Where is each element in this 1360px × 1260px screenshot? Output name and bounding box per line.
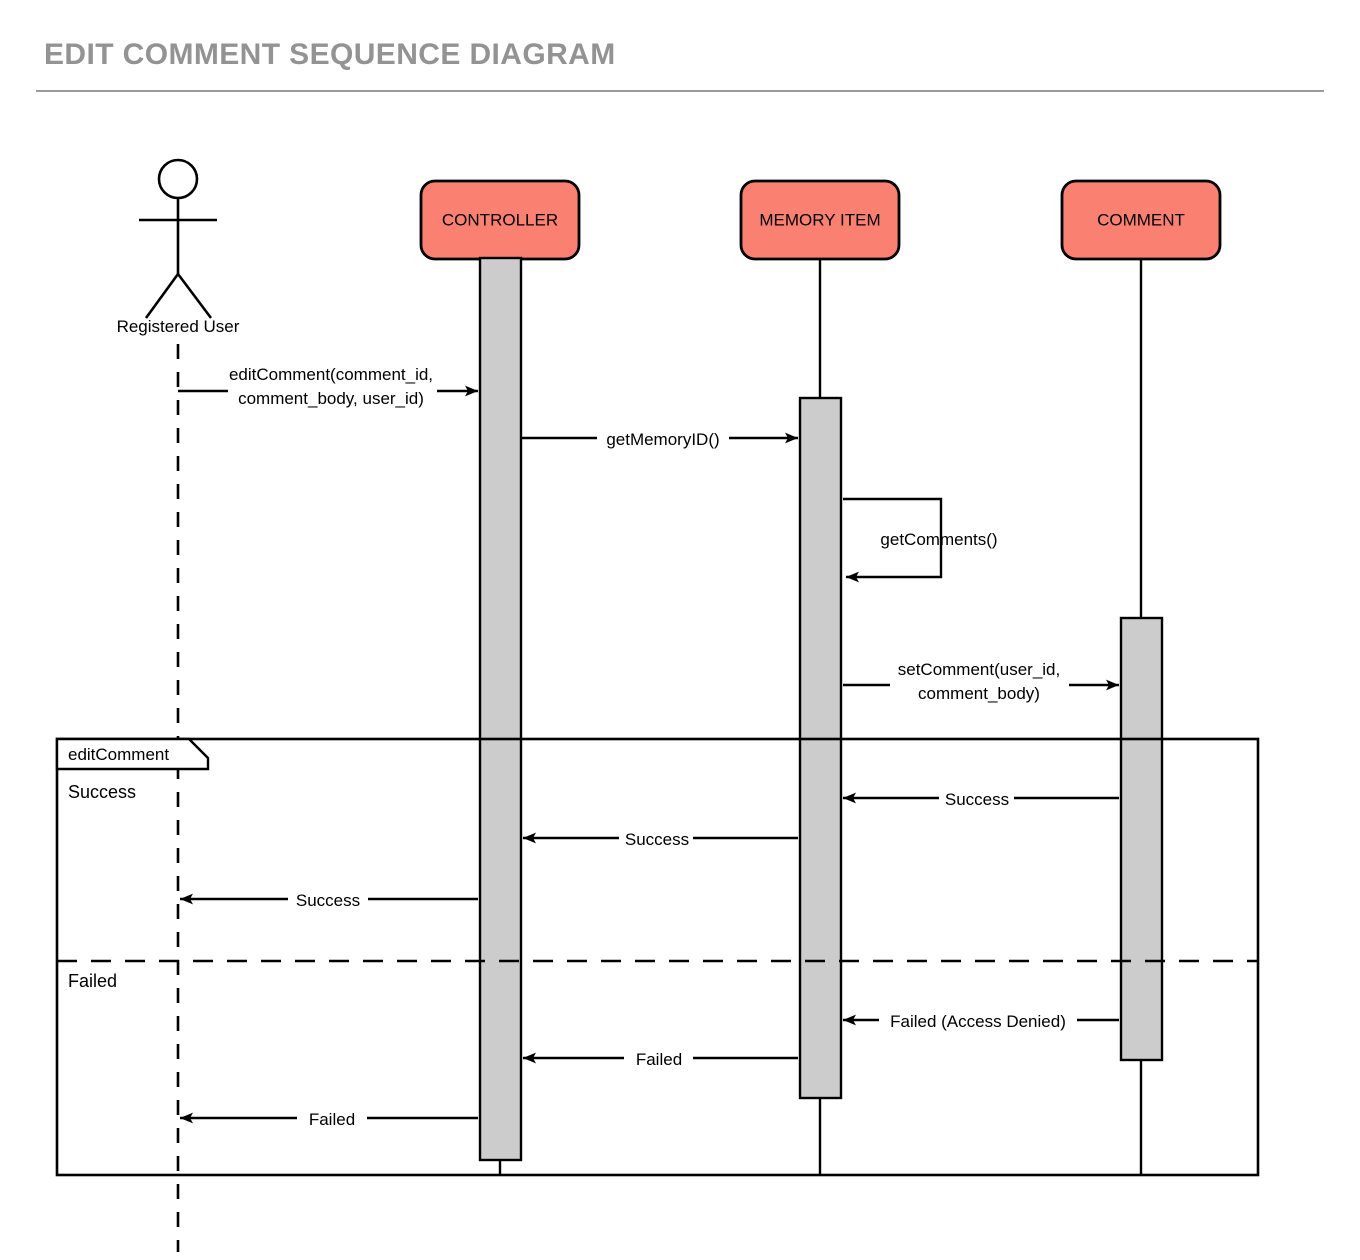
message-label-failed-1: Failed (Access Denied)	[890, 1012, 1066, 1031]
fragment-outline	[55, 737, 1260, 1177]
message-label-setComment-line2: comment_body)	[918, 684, 1040, 703]
lifeline-actor[interactable]: Registered User	[117, 158, 240, 1252]
message-failed-memory-to-controller[interactable]: Failed	[523, 1050, 798, 1069]
fragment-operator-label: editComment	[68, 745, 169, 764]
participant-label-memory-item: MEMORY ITEM	[759, 210, 880, 229]
message-getMemoryID[interactable]: getMemoryID()	[521, 430, 798, 449]
message-failed-access-denied[interactable]: Failed (Access Denied)	[843, 1012, 1119, 1031]
fragment-guard-success: Success	[68, 782, 136, 802]
message-setComment[interactable]: setComment(user_id, comment_body)	[843, 660, 1119, 703]
message-label-failed-2: Failed	[636, 1050, 682, 1069]
message-success-memory-to-controller[interactable]: Success	[523, 830, 798, 849]
lifeline-controller[interactable]: CONTROLLER	[419, 179, 581, 1175]
message-success-controller-to-actor[interactable]: Success	[180, 891, 478, 910]
self-call-loop-path	[843, 497, 943, 583]
participant-box-memory-item[interactable]	[739, 179, 901, 261]
participant-box-comment[interactable]	[1060, 179, 1222, 261]
title-divider	[36, 90, 1324, 92]
lifeline-comment[interactable]: COMMENT	[1060, 179, 1222, 1175]
message-getComments-self[interactable]: getComments()	[843, 497, 998, 583]
message-label-getMemoryID: getMemoryID()	[606, 430, 719, 449]
message-label-failed-3: Failed	[309, 1110, 355, 1129]
message-success-comment-to-memory[interactable]: Success	[843, 790, 1119, 809]
message-label-editComment-line1: editComment(comment_id,	[229, 365, 433, 384]
message-label-editComment-line2: comment_body, user_id)	[238, 389, 424, 408]
activation-bar-memory-item	[798, 396, 843, 1100]
message-failed-controller-to-actor[interactable]: Failed	[180, 1110, 478, 1129]
message-editComment[interactable]: editComment(comment_id, comment_body, us…	[178, 365, 478, 408]
participant-label-controller: CONTROLLER	[442, 210, 558, 229]
activation-bar-controller	[478, 256, 523, 1162]
message-label-setComment-line1: setComment(user_id,	[898, 660, 1061, 679]
participant-label-comment: COMMENT	[1097, 210, 1185, 229]
activation-bar-comment	[1119, 616, 1164, 1062]
actor-label: Registered User	[117, 317, 240, 336]
message-label-getComments: getComments()	[880, 530, 997, 549]
fragment-label-tab	[55, 737, 210, 771]
actor-stick-figure-icon	[139, 158, 217, 319]
combined-fragment-editComment[interactable]: editComment Success Failed	[55, 737, 1260, 1177]
fragment-guard-failed: Failed	[68, 971, 117, 991]
message-label-success-1: Success	[945, 790, 1009, 809]
message-label-success-3: Success	[296, 891, 360, 910]
lifeline-memory-item[interactable]: MEMORY ITEM	[739, 179, 901, 1175]
page-title: EDIT COMMENT SEQUENCE DIAGRAM	[44, 38, 616, 71]
message-label-success-2: Success	[625, 830, 689, 849]
